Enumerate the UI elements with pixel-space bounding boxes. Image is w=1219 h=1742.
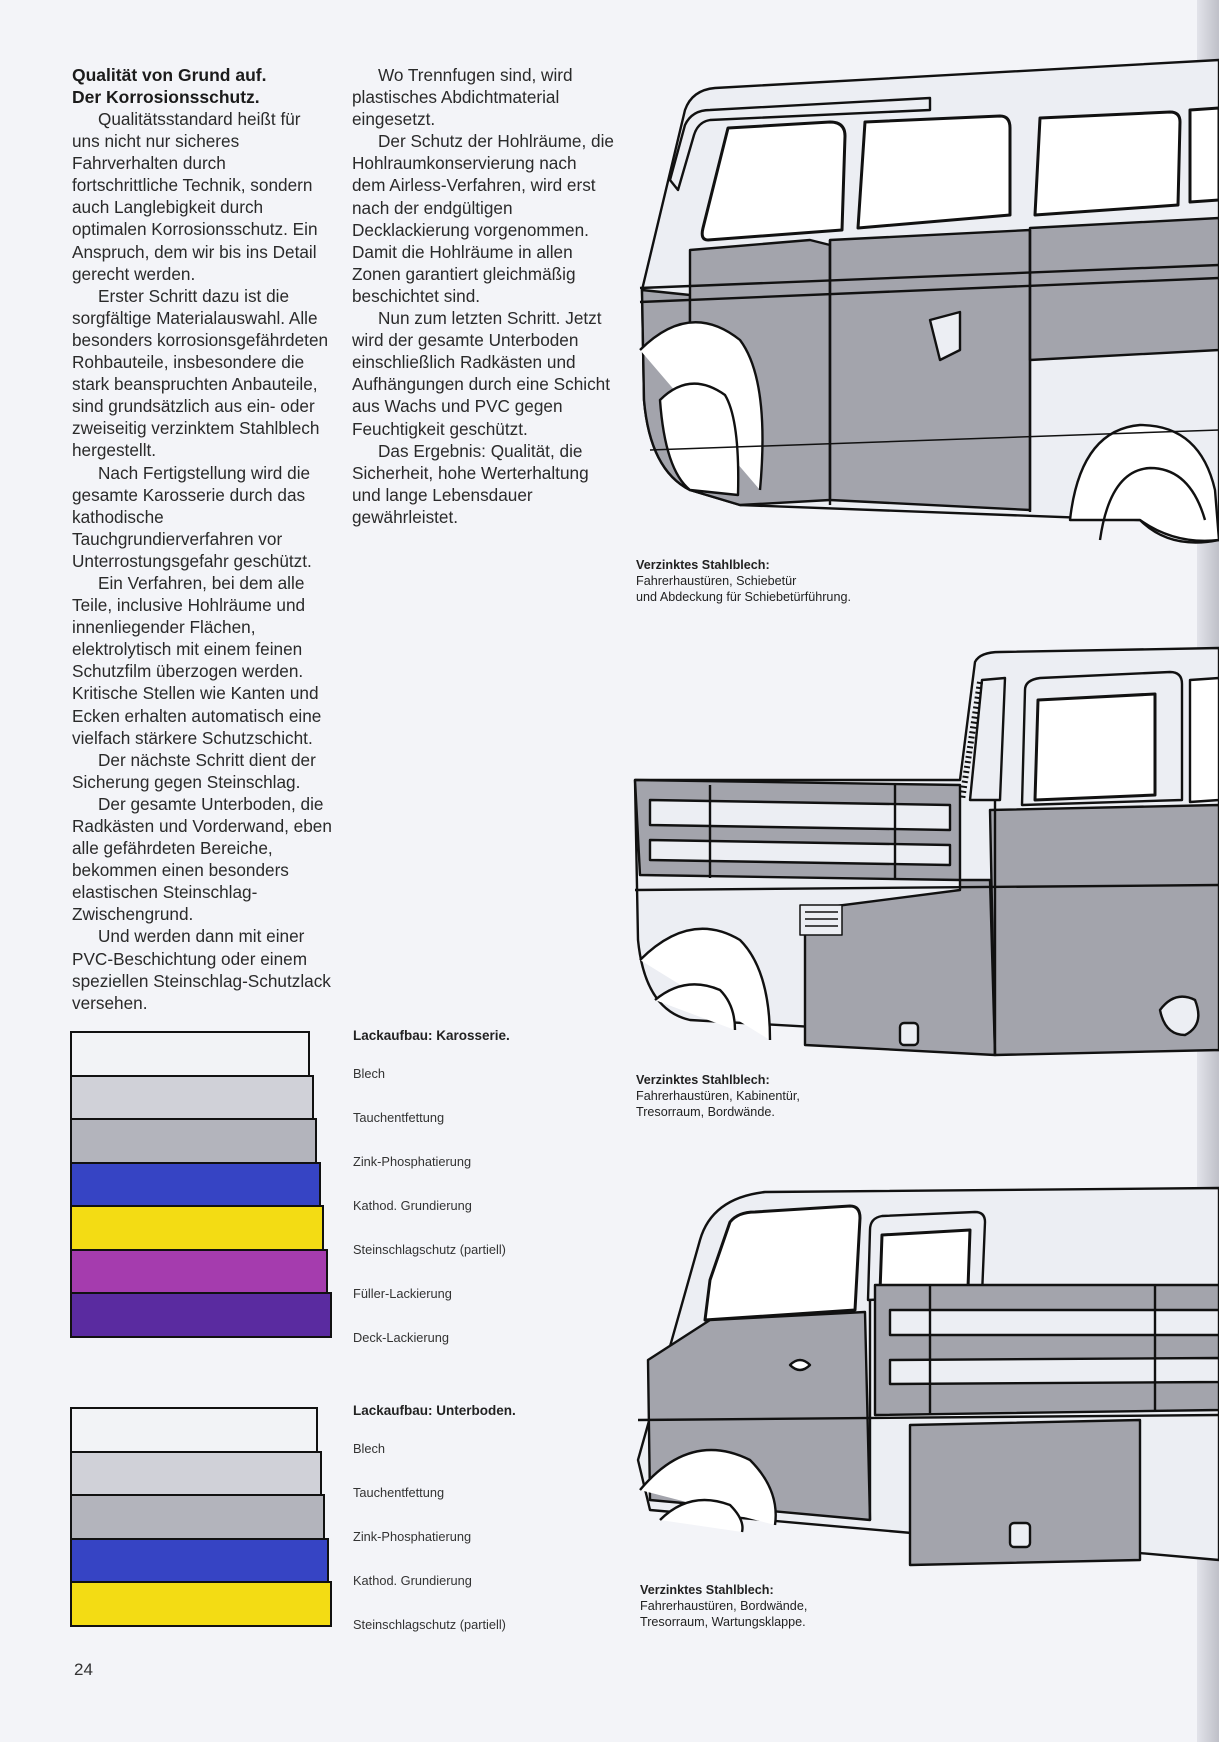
article-column-right: Wo Trennfugen sind, wird plastisches Abd… (352, 64, 614, 528)
paint-layer-swatch (70, 1205, 325, 1251)
caption-line: Fahrerhaustüren, Bordwände, (640, 1599, 808, 1613)
caption-van-3: Verzinktes Stahlblech: Fahrerhaustüren, … (640, 1582, 807, 1630)
paragraph: Wo Trennfugen sind, wird plastisches Abd… (352, 65, 573, 130)
paint-layer-swatch (70, 1118, 318, 1164)
paragraph: Erster Schritt dazu ist die sorgfältige … (72, 285, 329, 461)
karosserie-layer-label: Zink-Phosphatierung (353, 1154, 472, 1169)
paint-layer-swatch (70, 1450, 322, 1496)
unterboden-layer-label: Tauchentfettung (353, 1485, 445, 1500)
unterboden-layer-label: Kathod. Grundierung (353, 1573, 472, 1588)
paragraph: Qualitätsstandard heißt für uns nicht nu… (72, 109, 318, 284)
karosserie-layer-label: Tauchentfettung (353, 1110, 445, 1125)
karosserie-layer-label: Steinschlagschutz (partiell) (353, 1242, 506, 1257)
karosserie-layer-label: Kathod. Grundierung (353, 1198, 472, 1213)
paint-layer-swatch (70, 1074, 314, 1120)
paragraph: Der gesamte Unterboden, die Radkästen un… (72, 793, 332, 925)
karosserie-layer-label: Deck-Lackierung (353, 1330, 450, 1345)
paint-layer-swatch (70, 1031, 310, 1077)
caption-line: Fahrerhaustüren, Schiebetür (636, 574, 797, 588)
unterboden-layers-title: Lackaufbau: Unterboden. (353, 1403, 516, 1418)
karosserie-layer-label: Blech (353, 1066, 386, 1081)
caption-title: Verzinktes Stahlblech: (640, 1583, 774, 1597)
van-singlecab-illustration (630, 1160, 1219, 1570)
unterboden-layer-label: Blech (353, 1441, 386, 1456)
karosserie-layer-label: Füller-Lackierung (353, 1286, 452, 1301)
caption-line: Tresorraum, Bordwände. (636, 1105, 775, 1119)
van-doublecab-illustration (630, 640, 1219, 1060)
paint-layer-swatch (70, 1581, 333, 1627)
paragraph: Das Ergebnis: Qualität, die Sicherheit, … (352, 440, 589, 527)
caption-line: Tresorraum, Wartungsklappe. (640, 1615, 806, 1629)
caption-van-1: Verzinktes Stahlblech: Fahrerhaustüren, … (636, 557, 851, 605)
unterboden-layer-label: Steinschlagschutz (partiell) (353, 1617, 506, 1632)
paragraph: Kritische Stellen wie Kanten und Ecken e… (72, 683, 322, 748)
caption-line: Fahrerhaustüren, Kabinentür, (636, 1089, 800, 1103)
paint-layer-swatch (70, 1161, 321, 1207)
paragraph: Nach Fertigstellung wird die gesamte Kar… (72, 462, 312, 571)
van-bus-illustration (630, 50, 1219, 560)
paint-layer-swatch (70, 1407, 318, 1453)
paint-layer-swatch (70, 1248, 328, 1294)
paragraph: Ein Verfahren, bei dem alle Teile, inclu… (72, 572, 306, 682)
karosserie-layers-title: Lackaufbau: Karosserie. (353, 1028, 510, 1043)
caption-van-2: Verzinktes Stahlblech: Fahrerhaustüren, … (636, 1072, 800, 1120)
paint-layer-swatch (70, 1537, 329, 1583)
paragraph: Und werden dann mit einer PVC-Beschichtu… (72, 926, 331, 1013)
unterboden-layer-label: Zink-Phosphatierung (353, 1529, 472, 1544)
paragraph: Der Schutz der Hohlräume, die Hohlraumko… (352, 131, 614, 306)
paint-layer-swatch (70, 1292, 332, 1338)
caption-line: und Abdeckung für Schiebetürführung. (636, 590, 851, 604)
article-heading-line2: Der Korrosionsschutz. (72, 87, 260, 107)
caption-title: Verzinktes Stahlblech: (636, 1073, 770, 1087)
paint-layer-swatch (70, 1494, 326, 1540)
article-column-left: Qualität von Grund auf. Der Korrosionssc… (72, 64, 332, 1014)
page-number: 24 (74, 1660, 93, 1679)
article-heading-line1: Qualität von Grund auf. (72, 65, 267, 85)
paragraph: Nun zum letzten Schritt. Jetzt wird der … (352, 308, 611, 439)
paragraph: Der nächste Schritt dient der Sicherung … (72, 749, 316, 792)
caption-title: Verzinktes Stahlblech: (636, 558, 770, 572)
